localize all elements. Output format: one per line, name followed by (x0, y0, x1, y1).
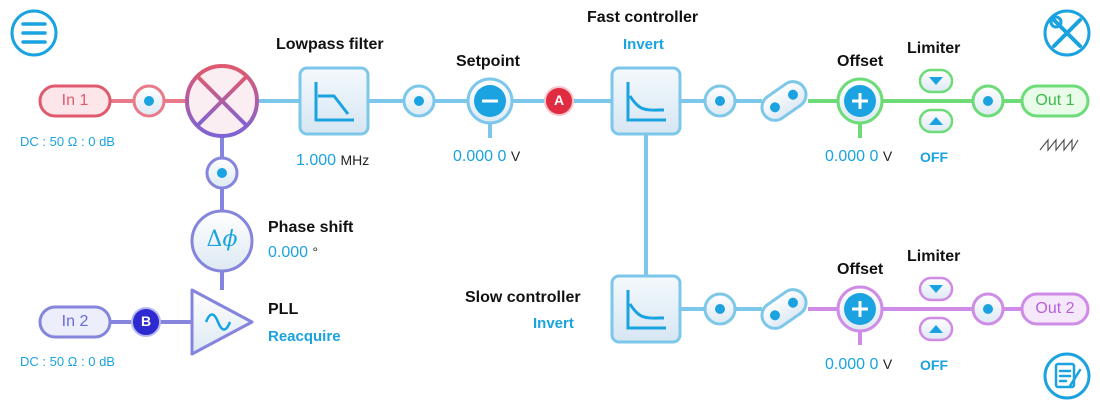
sine-wave-icon (204, 313, 232, 331)
offset2-title: Offset (837, 261, 884, 278)
phase-shift-title: Phase shift (268, 219, 354, 236)
pll-button[interactable] (190, 288, 254, 356)
lowpass-value[interactable]: 1.000 (296, 152, 337, 169)
output1-switch[interactable] (757, 77, 811, 126)
phase-shift-button[interactable] (190, 209, 254, 273)
limiter2-state[interactable]: OFF (920, 357, 948, 373)
mixer-x-icon-2 (195, 74, 249, 128)
setpoint-value-group[interactable]: 0.000 0 V (453, 148, 520, 166)
fast-output-node-dot (715, 96, 725, 106)
limiter1-state[interactable]: OFF (920, 149, 948, 165)
pll-reacquire[interactable]: Reacquire (268, 328, 341, 345)
delta-phi-icon: Δϕ (206, 227, 238, 252)
lowpass-title: Lowpass filter (276, 36, 384, 53)
out1-button[interactable] (1020, 84, 1090, 118)
mixer-node-dot (217, 168, 227, 178)
phase-shift-unit: ° (312, 244, 319, 260)
in1-button[interactable] (38, 84, 112, 118)
limiter2-down-arrow-icon (929, 285, 943, 293)
phase-shift-value-group[interactable]: 0.000 ° (268, 244, 318, 262)
offset1-unit: V (882, 148, 893, 164)
output2-switch[interactable] (757, 285, 811, 334)
out2-button[interactable] (1020, 292, 1090, 326)
marker-b-label[interactable]: B (140, 313, 152, 329)
offset1-title: Offset (837, 53, 884, 70)
setpoint-value[interactable]: 0.000 0 (453, 148, 507, 165)
slow-controller-button[interactable] (610, 274, 682, 344)
edit-notes-icon[interactable] (1043, 352, 1091, 400)
plus-icon-2 (852, 301, 868, 317)
marker-b[interactable] (131, 307, 161, 337)
lowpass-node-dot (414, 96, 424, 106)
offset2-unit: V (882, 356, 893, 372)
in1-node-dot (144, 96, 154, 106)
slow-controller-title: Slow controller (465, 289, 581, 306)
offset1-value[interactable]: 0.000 0 (825, 148, 879, 165)
slow-output-node-dot (715, 304, 725, 314)
fast-controller-button[interactable] (610, 66, 682, 136)
lowpass-unit: MHz (340, 152, 370, 168)
out1-label[interactable]: Out 1 (1035, 92, 1075, 109)
fast-controller-icon (626, 82, 666, 122)
hamburger-menu-icon[interactable] (10, 9, 58, 57)
setpoint-title: Setpoint (456, 53, 520, 70)
out2-node-dot (983, 304, 993, 314)
limiter1-title: Limiter (907, 40, 961, 57)
marker-a[interactable] (544, 86, 574, 116)
setpoint-unit: V (510, 148, 521, 164)
limiter1-down-arrow-icon (929, 77, 943, 85)
slow-controller-invert[interactable]: Invert (533, 315, 574, 332)
lowpass-value-group[interactable]: 1.000 MHz (296, 152, 369, 170)
in2-button[interactable] (38, 305, 112, 339)
lowpass-filter-button[interactable] (298, 66, 370, 136)
offset2-value[interactable]: 0.000 0 (825, 356, 879, 373)
pll-title: PLL (268, 301, 299, 318)
limiter1-up-arrow-icon (929, 117, 943, 125)
fast-controller-title: Fast controller (587, 9, 699, 26)
in1-coupling[interactable]: DC : 50 Ω : 0 dB (20, 134, 115, 149)
out1-node-dot (983, 96, 993, 106)
sawtooth-icon (1039, 138, 1079, 153)
wrench-screwdriver-icon[interactable] (1043, 9, 1091, 57)
limiter2-up-arrow-icon (929, 325, 943, 333)
in2-coupling[interactable]: DC : 50 Ω : 0 dB (20, 354, 115, 369)
offset1-value-group[interactable]: 0.000 0 V (825, 148, 892, 166)
plus-icon (852, 93, 868, 109)
limiter2-title: Limiter (907, 248, 961, 265)
in2-label[interactable]: In 2 (61, 313, 89, 330)
fast-controller-invert[interactable]: Invert (623, 36, 664, 53)
phase-shift-value[interactable]: 0.000 (268, 244, 309, 261)
out2-label[interactable]: Out 2 (1035, 300, 1075, 317)
slow-controller-icon (626, 290, 666, 330)
marker-a-label[interactable]: A (553, 92, 565, 108)
in1-label[interactable]: In 1 (61, 92, 89, 109)
lowpass-icon (314, 82, 354, 122)
offset2-value-group[interactable]: 0.000 0 V (825, 356, 892, 374)
